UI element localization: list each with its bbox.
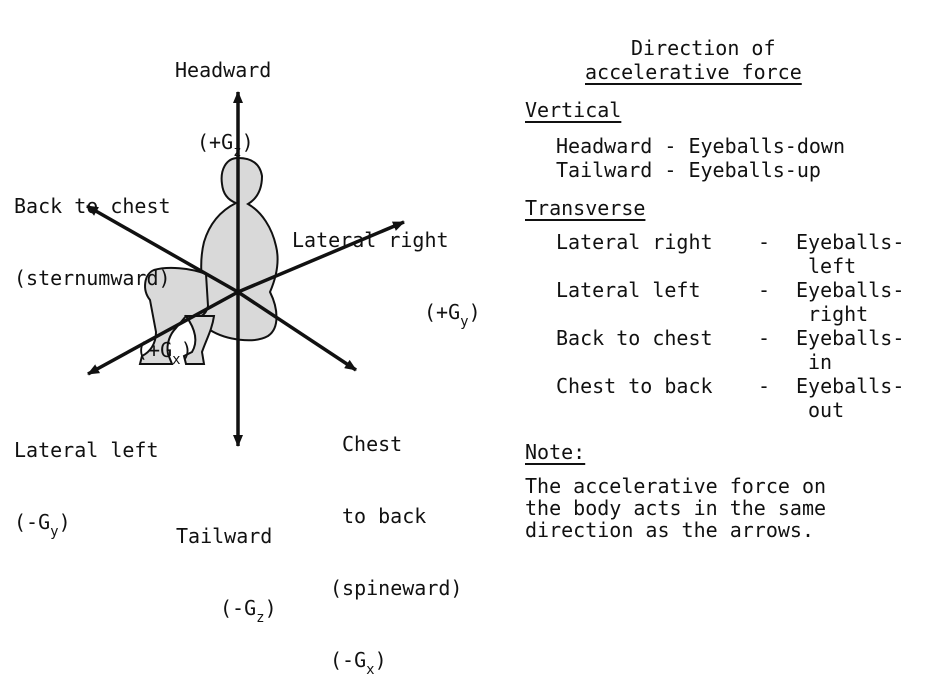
transverse-row-response: Eyeballs- bbox=[796, 278, 905, 302]
label-back-to-chest: Back to chest (sternumward) (+Gx) bbox=[14, 194, 193, 368]
label-lateral-left: Lateral left (-Gy) bbox=[14, 438, 159, 540]
vertical-heading: Vertical bbox=[525, 98, 622, 122]
transverse-row-response: Eyeballs- bbox=[796, 230, 905, 254]
transverse-row-sep: - bbox=[758, 278, 771, 302]
label-chest-to-back: Chest to back (spineward) (-Gx) bbox=[330, 432, 463, 678]
label-tailward: Tailward (-Gz) bbox=[176, 524, 277, 626]
arrow-lateral-right bbox=[237, 220, 405, 294]
vertical-row: Tailward - Eyeballs-up bbox=[556, 158, 821, 182]
transverse-row-response: Eyeballs- bbox=[796, 326, 905, 350]
transverse-row-direction: Chest to back bbox=[556, 374, 713, 398]
transverse-row-sep: - bbox=[758, 326, 771, 350]
transverse-row-direction: Lateral left bbox=[556, 278, 701, 302]
vertical-row: Headward - Eyeballs-down bbox=[556, 134, 846, 158]
transverse-row-response: out bbox=[808, 398, 845, 422]
note-heading: Note: bbox=[525, 440, 586, 464]
arrow-lateral-left bbox=[87, 290, 239, 376]
note-text: direction as the arrows. bbox=[525, 518, 814, 542]
transverse-row-response: right bbox=[808, 302, 869, 326]
arrow-chest-to-back bbox=[237, 290, 357, 372]
transverse-row-direction: Lateral right bbox=[556, 230, 713, 254]
label-lateral-right: Lateral right (+Gy) bbox=[292, 228, 481, 330]
panel-title-line2: accelerative force bbox=[585, 60, 802, 84]
arrow-back-to-chest bbox=[86, 204, 239, 294]
transverse-row-direction: Back to chest bbox=[556, 326, 713, 350]
acceleration-diagram bbox=[86, 91, 405, 447]
transverse-row-sep: - bbox=[758, 230, 771, 254]
label-headward: Headward (+Gz) bbox=[175, 58, 272, 160]
note-text: The accelerative force on bbox=[525, 474, 827, 498]
note-text: the body acts in the same bbox=[525, 496, 827, 520]
transverse-row-response: in bbox=[808, 350, 833, 374]
transverse-heading: Transverse bbox=[525, 196, 646, 220]
transverse-row-sep: - bbox=[758, 374, 771, 398]
transverse-row-response: left bbox=[808, 254, 857, 278]
transverse-row-response: Eyeballs- bbox=[796, 374, 905, 398]
panel-title-line1: Direction of bbox=[631, 36, 776, 60]
